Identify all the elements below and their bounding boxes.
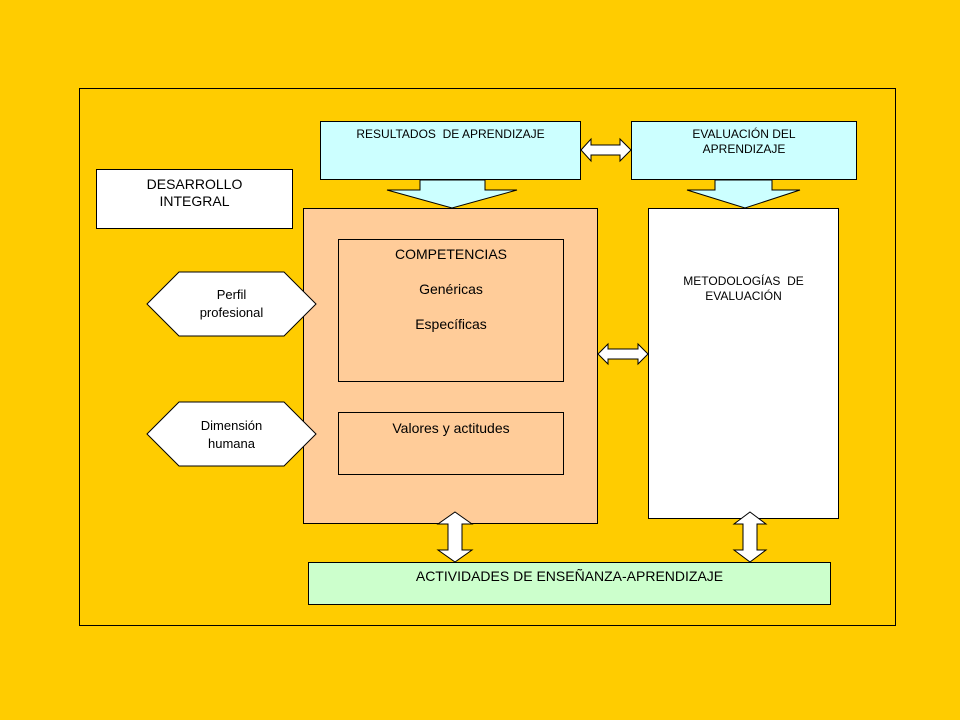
competencias-item-genericas: Genéricas — [419, 281, 483, 297]
diagram-frame — [79, 88, 896, 626]
competencias-box: COMPETENCIAS Genéricas Específicas — [338, 239, 564, 382]
double-arrow-metodologias-actividades — [732, 511, 768, 563]
valores-box: Valores y actitudes — [338, 412, 564, 475]
double-arrow-middle — [597, 342, 649, 366]
resultados-box: RESULTADOS DE APRENDIZAJE — [320, 121, 581, 180]
valores-label: Valores y actitudes — [392, 420, 510, 436]
double-arrow-competencias-actividades — [436, 511, 474, 563]
down-arrow-resultados — [386, 179, 518, 209]
perfil-line1: Perfil — [216, 287, 247, 302]
desarrollo-line1: DESARROLLO — [146, 176, 243, 192]
competencias-item-especificas: Específicas — [415, 316, 487, 332]
evaluacion-box: EVALUACIÓN DEL APRENDIZAJE — [631, 121, 857, 180]
perfil-label: Perfil profesional — [179, 286, 284, 322]
actividades-box: ACTIVIDADES DE ENSEÑANZA-APRENDIZAJE — [308, 562, 831, 605]
actividades-label: ACTIVIDADES DE ENSEÑANZA-APRENDIZAJE — [415, 568, 724, 584]
dimension-hexagon — [146, 401, 317, 467]
dimension-label: Dimensión humana — [179, 417, 284, 453]
dimension-line2: humana — [208, 436, 255, 451]
metodologias-line2: EVALUACIÓN — [705, 289, 782, 303]
dimension-line1: Dimensión — [200, 418, 263, 433]
competencias-title: COMPETENCIAS — [394, 246, 507, 262]
metodologias-box: METODOLOGÍAS DE EVALUACIÓN — [648, 208, 839, 519]
down-arrow-evaluacion — [686, 179, 801, 209]
resultados-label: RESULTADOS DE APRENDIZAJE — [356, 127, 545, 141]
metodologias-line1: METODOLOGÍAS DE — [683, 274, 804, 288]
perfil-hexagon — [146, 271, 317, 337]
evaluacion-line1: EVALUACIÓN DEL — [692, 127, 796, 141]
desarrollo-line2: INTEGRAL — [159, 193, 230, 209]
perfil-line2: profesional — [199, 305, 264, 320]
double-arrow-top — [580, 137, 632, 163]
desarrollo-box: DESARROLLO INTEGRAL — [96, 169, 293, 229]
evaluacion-line2: APRENDIZAJE — [702, 142, 786, 156]
